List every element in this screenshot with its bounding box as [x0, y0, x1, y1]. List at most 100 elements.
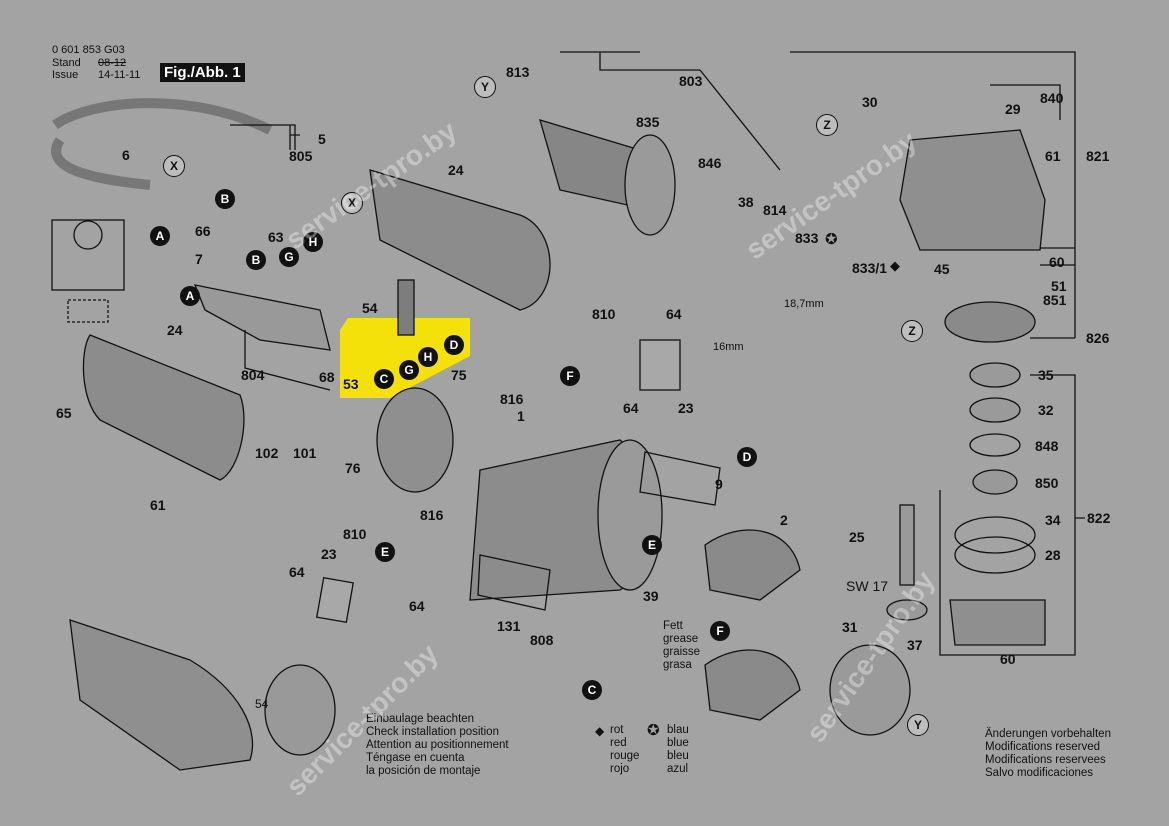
- field-coil-2: [704, 529, 801, 601]
- label-38: 38: [738, 194, 754, 210]
- callout-c: C: [374, 369, 394, 389]
- label-826: 826: [1086, 330, 1110, 346]
- callout-g: G: [279, 247, 299, 267]
- legend-blue: blau blue bleu azul: [667, 724, 689, 775]
- figure-label: Fig./Abb. 1: [160, 63, 245, 82]
- capacitor-54: [397, 279, 415, 336]
- label-5: 5: [318, 131, 326, 147]
- bearing-flange-822: [949, 599, 1046, 646]
- label-851: 851: [1043, 292, 1067, 308]
- callout-d: D: [444, 335, 464, 355]
- label-846: 846: [698, 155, 722, 171]
- fan-75: [376, 387, 454, 493]
- label-53: 53: [343, 376, 359, 392]
- label-833: 833: [795, 230, 819, 246]
- label-850: 850: [1035, 475, 1059, 491]
- label-28: 28: [1045, 547, 1061, 563]
- callout-a-2: A: [180, 286, 200, 306]
- label-814: 814: [763, 202, 787, 218]
- part-number: 0 601 853 G03: [52, 44, 125, 56]
- circuit-schematic: [51, 219, 125, 291]
- guard-31: [829, 644, 911, 736]
- ref-mark-y-2: Y: [907, 714, 929, 736]
- installation-detail: [69, 619, 254, 771]
- label-60: 60: [1049, 254, 1065, 270]
- bracket-803: [560, 51, 781, 171]
- label-833-1: 833/1: [852, 260, 888, 276]
- label-64: 64: [666, 306, 682, 322]
- label-6: 6: [122, 147, 130, 163]
- highlight-part-53: [340, 318, 470, 398]
- label-816: 816: [500, 391, 524, 407]
- label-808: 808: [530, 632, 554, 648]
- blue-star-icon: ✪: [825, 231, 838, 248]
- label-37: 37: [907, 637, 923, 653]
- label-101: 101: [293, 445, 317, 461]
- label-24-2: 24: [167, 322, 183, 338]
- label-68: 68: [319, 369, 335, 385]
- label-60-2: 60: [1000, 651, 1016, 667]
- gear-826: [944, 301, 1036, 343]
- stand-label: Stand: [52, 57, 81, 69]
- spindle-25: [899, 504, 915, 586]
- dimension-16mm: 16mm: [713, 341, 744, 353]
- label-835: 835: [636, 114, 660, 130]
- label-32: 32: [1038, 402, 1054, 418]
- label-61-2: 61: [1045, 148, 1061, 164]
- bracket-821: [790, 51, 1076, 338]
- label-29: 29: [1005, 101, 1021, 117]
- label-813: 813: [506, 64, 530, 80]
- legend-red-diamond-icon: ◆: [595, 724, 605, 738]
- callout-g-2: G: [399, 360, 419, 380]
- callout-h-2: H: [418, 347, 438, 367]
- modifications-note: Änderungen vorbehalten Modifications res…: [985, 728, 1111, 779]
- power-cord: [51, 98, 273, 190]
- label-23-2: 23: [321, 546, 337, 562]
- issue-label: Issue: [52, 69, 79, 81]
- ref-mark-x: X: [163, 155, 185, 177]
- ref-mark-z: Z: [816, 114, 838, 136]
- label-54-2: 54: [255, 697, 269, 711]
- label-54: 54: [362, 300, 378, 316]
- label-2: 2: [780, 512, 788, 528]
- issue-value: 14-11-11: [98, 69, 141, 81]
- label-51: 51: [1051, 278, 1067, 294]
- label-25: 25: [849, 529, 865, 545]
- label-64-2: 64: [623, 400, 639, 416]
- legend-blue-star-icon: ✪: [647, 722, 660, 739]
- bracket-822: [939, 374, 1085, 656]
- gear-housing-821: [899, 129, 1046, 251]
- label-131: 131: [497, 618, 521, 634]
- housing-half-24-left: [82, 334, 245, 481]
- label-805: 805: [289, 148, 313, 164]
- callout-e-2: E: [642, 535, 662, 555]
- label-76: 76: [345, 460, 361, 476]
- red-diamond-icon: ◆: [890, 258, 900, 273]
- bracket-805: [230, 124, 296, 150]
- label-64-4: 64: [289, 564, 305, 580]
- label-804: 804: [241, 367, 265, 383]
- label-810-2: 810: [343, 526, 367, 542]
- stand-value: 08-12: [98, 57, 127, 69]
- label-816-2: 816: [420, 507, 444, 523]
- label-45: 45: [934, 261, 950, 277]
- label-75: 75: [451, 367, 467, 383]
- callout-c-2: C: [582, 680, 602, 700]
- callout-b-2: B: [246, 250, 266, 270]
- callout-d-2: D: [737, 447, 757, 467]
- callout-f: F: [560, 366, 580, 386]
- label-30: 30: [862, 94, 878, 110]
- label-803: 803: [679, 73, 703, 89]
- legend-red: rot red rouge rojo: [610, 724, 640, 775]
- label-23: 23: [678, 400, 694, 416]
- ref-mark-z-2: Z: [901, 320, 923, 342]
- label-64-3: 64: [409, 598, 425, 614]
- label-821: 821: [1086, 148, 1110, 164]
- label-810: 810: [592, 306, 616, 322]
- label-65: 65: [56, 405, 72, 421]
- label-39: 39: [643, 588, 659, 604]
- label-840: 840: [1040, 90, 1064, 106]
- housing-half-24-top: [369, 169, 551, 311]
- ref-mark-x-2: X: [341, 192, 363, 214]
- label-848: 848: [1035, 438, 1059, 454]
